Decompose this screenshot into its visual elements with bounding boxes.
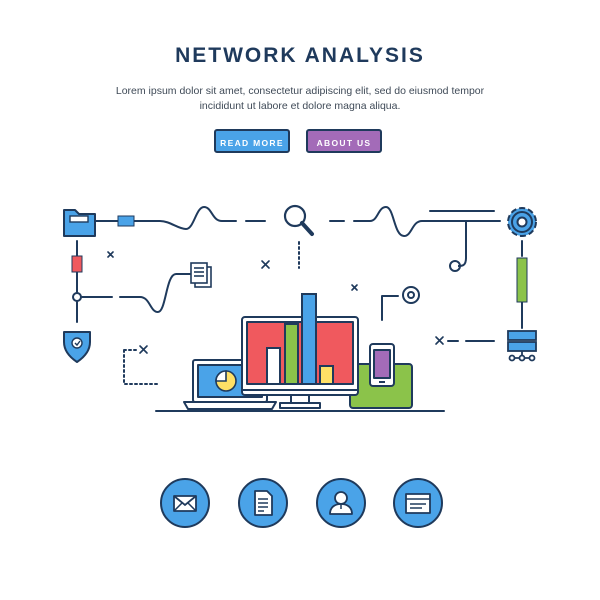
- about-us-button[interactable]: ABOUT US: [306, 129, 382, 153]
- bar-white: [266, 347, 281, 385]
- bar-green: [284, 323, 299, 385]
- search-icon: [283, 204, 314, 236]
- page-title: NETWORK ANALYSIS: [175, 44, 425, 67]
- document-icon[interactable]: [237, 477, 289, 529]
- bar-yellow: [319, 365, 334, 385]
- read-more-button[interactable]: READ MORE: [214, 129, 290, 153]
- top-connector-line: [95, 206, 266, 230]
- server-icon: [507, 330, 537, 362]
- green-marker: [516, 257, 528, 303]
- left-connector-line: [81, 273, 191, 313]
- node-dot: [72, 292, 82, 302]
- folder-icon: [63, 209, 96, 237]
- pie-chart-icon: [215, 370, 237, 392]
- shield-check-icon: [63, 331, 91, 363]
- monitor: [241, 316, 359, 409]
- page-subtitle: Lorem ipsum dolor sit amet, consectetur …: [115, 85, 485, 112]
- bar-chart-graphic: [266, 293, 334, 385]
- target-icon: [402, 286, 420, 304]
- top-connector-line-2: [329, 206, 501, 237]
- browser-window-icon[interactable]: [392, 477, 444, 529]
- phone: [369, 343, 395, 387]
- envelope-icon[interactable]: [159, 477, 211, 529]
- user-profile-icon[interactable]: [315, 477, 367, 529]
- red-marker: [71, 255, 83, 273]
- blue-marker: [117, 215, 135, 227]
- bar-blue: [301, 293, 317, 385]
- gear-icon: [507, 207, 537, 237]
- document-icon: [190, 262, 212, 288]
